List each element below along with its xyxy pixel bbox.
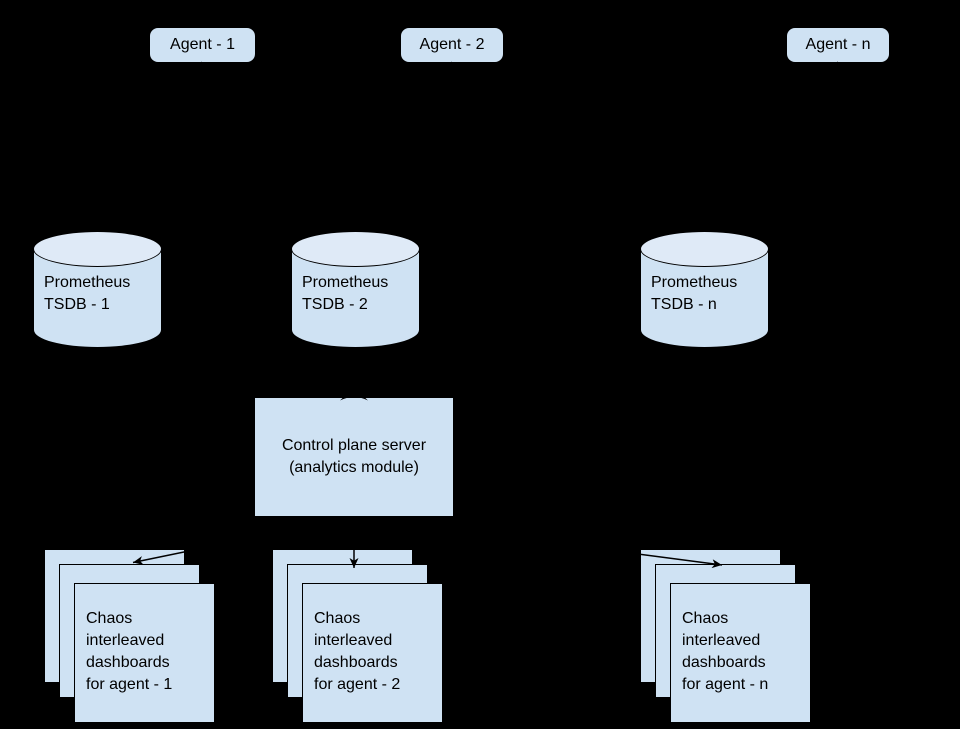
stack-sheet-front: Chaos interleaved dashboards for agent -…	[302, 583, 443, 723]
tsdb-2-cylinder[interactable]: Prometheus TSDB - 2	[291, 231, 420, 348]
dashboards-2-label: Chaos interleaved dashboards for agent -…	[314, 610, 401, 693]
line-cp-to-tsdb1	[96, 349, 355, 389]
tsdb-1-cylinder[interactable]: Prometheus TSDB - 1	[33, 231, 162, 348]
agent-n-label: Agent - n	[805, 36, 871, 53]
control-plane-node[interactable]: Control plane server (analytics module)	[254, 397, 454, 517]
tsdb-n-cylinder[interactable]: Prometheus TSDB - n	[640, 231, 769, 348]
control-plane-label: Control plane server (analytics module)	[281, 437, 427, 476]
stack-sheet-front: Chaos interleaved dashboards for agent -…	[74, 583, 215, 723]
dashboards-stack-n[interactable]: Chaos interleaved dashboards for agent -…	[640, 549, 811, 729]
agent-2-label: Agent - 2	[419, 36, 485, 53]
agent-n-node[interactable]: Agent - n	[787, 28, 889, 62]
tsdb-n-label: Prometheus TSDB - n	[651, 274, 738, 313]
agent-2-node[interactable]: Agent - 2	[401, 28, 503, 62]
stack-sheet-front: Chaos interleaved dashboards for agent -…	[670, 583, 811, 723]
agent-1-label: Agent - 1	[170, 36, 235, 53]
dashboards-stack-2[interactable]: Chaos interleaved dashboards for agent -…	[272, 549, 443, 729]
arrow-agent1-to-tsdb1	[96, 61, 203, 229]
cylinder-top-shape	[640, 231, 769, 267]
cylinder-top-shape	[33, 231, 162, 267]
dashboards-stack-1[interactable]: Chaos interleaved dashboards for agent -…	[44, 549, 215, 729]
tsdb-1-label: Prometheus TSDB - 1	[44, 274, 131, 313]
agent-1-node[interactable]: Agent - 1	[150, 28, 255, 62]
dashboards-1-label: Chaos interleaved dashboards for agent -…	[86, 610, 173, 693]
tsdb-2-label: Prometheus TSDB - 2	[302, 274, 389, 313]
arrow-agentn-to-tsdbn	[703, 61, 839, 229]
line-cp-to-tsdbn	[353, 349, 705, 389]
dashboards-n-label: Chaos interleaved dashboards for agent -…	[682, 610, 769, 693]
cylinder-top-shape	[291, 231, 420, 267]
arrow-agent2-to-tsdb2	[354, 61, 453, 229]
